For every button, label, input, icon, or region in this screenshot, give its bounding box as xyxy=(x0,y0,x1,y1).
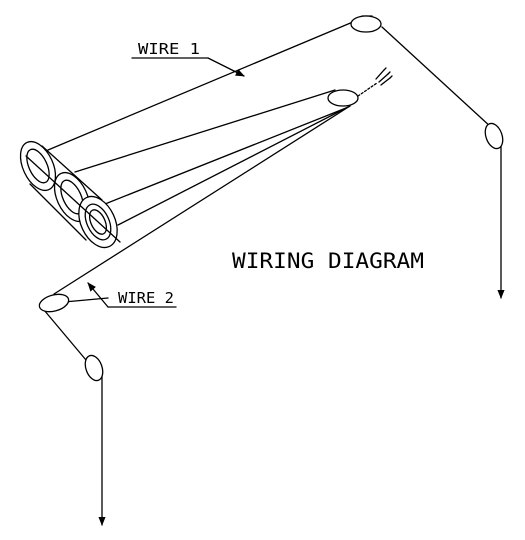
inner-wire xyxy=(74,89,351,226)
pulley-top xyxy=(350,15,382,33)
wire-2-span-to-pulley xyxy=(43,309,87,361)
wire-2-callout xyxy=(87,282,177,308)
pulleys xyxy=(38,15,504,382)
wire-1-right-span xyxy=(381,26,493,129)
pulley-terminal xyxy=(327,89,359,107)
wire-reel-icon xyxy=(19,140,121,249)
wire-1-leader xyxy=(207,57,245,77)
inner-wire-bottom xyxy=(99,107,347,207)
pulley-right xyxy=(484,122,504,150)
wire-2 xyxy=(43,105,351,526)
wire-2-label: WIRE 2 xyxy=(118,289,174,307)
wire-2-upper-span xyxy=(53,105,351,295)
wire-1-callout xyxy=(131,57,245,77)
pulley-lower xyxy=(84,354,104,382)
diagram-title: WIRING DIAGRAM xyxy=(232,249,424,273)
inner-wire-top xyxy=(74,89,336,173)
wire-1-label: WIRE 1 xyxy=(138,40,200,58)
pulley-left xyxy=(38,293,70,313)
inner-wire-lower xyxy=(117,105,351,226)
wire-2-leader xyxy=(87,282,109,308)
wire-1-upper-span xyxy=(47,18,361,151)
wire-1 xyxy=(47,15,505,299)
wire-terminal-icon xyxy=(357,67,393,97)
